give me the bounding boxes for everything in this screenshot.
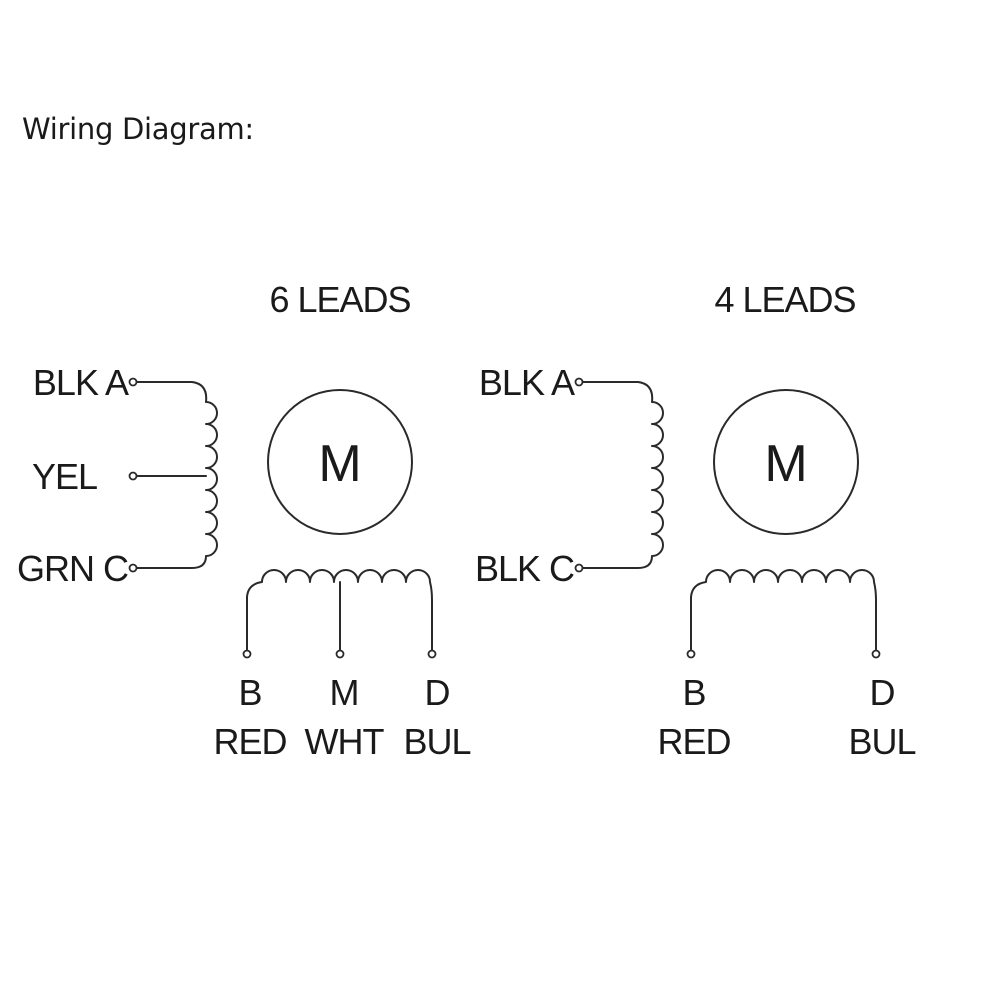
six-leads-terminal-yel bbox=[128, 471, 138, 481]
six-leads-coil-b bbox=[246, 569, 433, 651]
six-leads-pin-d: D bbox=[425, 672, 450, 713]
four-leads-terminal-blk-a bbox=[574, 377, 584, 387]
four-leads-motor-label: M bbox=[764, 435, 807, 493]
six-leads-pin-m: M bbox=[330, 672, 359, 713]
six-leads-terminal-blk-a bbox=[128, 377, 138, 387]
four-leads-pin-b: B bbox=[682, 672, 705, 713]
four-leads-terminal-blk-c bbox=[574, 563, 584, 573]
four-leads-terminal-red bbox=[686, 649, 696, 659]
four-leads-diagram: 4 LEADS M BLK A BLK C B D RED BUL bbox=[475, 279, 917, 762]
six-leads-color-bul: BUL bbox=[403, 721, 470, 762]
four-leads-heading: 4 LEADS bbox=[714, 279, 855, 320]
six-leads-heading: 6 LEADS bbox=[269, 279, 410, 320]
six-leads-pin-b: B bbox=[238, 672, 261, 713]
four-leads-label-blk-a: BLK A bbox=[479, 362, 575, 403]
six-leads-coil-a bbox=[135, 381, 218, 569]
four-leads-coil-b bbox=[690, 569, 877, 651]
four-leads-terminal-bul bbox=[871, 649, 881, 659]
six-leads-motor-circle bbox=[267, 389, 413, 535]
four-leads-motor-circle bbox=[713, 389, 859, 535]
six-leads-label-blk-a: BLK A bbox=[33, 362, 129, 403]
four-leads-color-bul: BUL bbox=[848, 721, 915, 762]
six-leads-motor-label: M bbox=[318, 435, 361, 493]
page-title: Wiring Diagram: bbox=[22, 112, 254, 146]
six-leads-terminal-grn-c bbox=[128, 563, 138, 573]
six-leads-color-red: RED bbox=[213, 721, 286, 762]
six-leads-color-wht: WHT bbox=[305, 721, 385, 762]
six-leads-terminal-red bbox=[242, 649, 252, 659]
six-leads-terminal-bul bbox=[427, 649, 437, 659]
six-leads-label-yel: YEL bbox=[32, 456, 97, 497]
four-leads-pin-d: D bbox=[870, 672, 895, 713]
six-leads-label-grn-c: GRN C bbox=[17, 548, 128, 589]
four-leads-color-red: RED bbox=[657, 721, 730, 762]
four-leads-coil-a bbox=[581, 381, 664, 569]
six-leads-terminal-wht bbox=[335, 649, 345, 659]
four-leads-label-blk-c: BLK C bbox=[475, 548, 574, 589]
six-leads-diagram: 6 LEADS M BLK A YEL GRN C B M D RED WHT … bbox=[17, 279, 472, 762]
